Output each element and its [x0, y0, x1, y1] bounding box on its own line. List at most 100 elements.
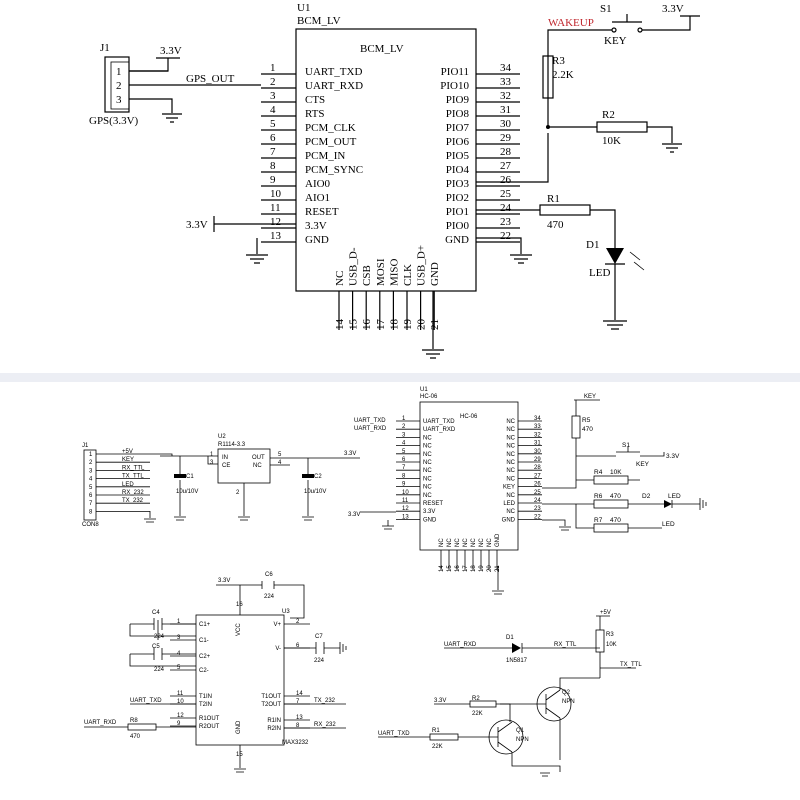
c6-value: 224 — [264, 594, 275, 600]
hc06-right-pin-label: LED — [503, 501, 515, 507]
hc06-bottom-pin-label: NC — [487, 538, 493, 547]
u3-gnd-pin: GND — [236, 720, 242, 734]
hc06-right-pin-number: 33 — [534, 424, 541, 430]
u1-right-pin-number: 24 — [500, 202, 512, 214]
r1-value: 470 — [547, 219, 564, 231]
s1-switch-icon — [600, 14, 691, 31]
u1-bottom-pin-label: USB_D- — [348, 247, 360, 286]
j1-ground-icon — [162, 113, 182, 123]
j1-name: GPS(3.3V) — [89, 115, 139, 127]
con8-ground-icon — [144, 511, 156, 523]
u1-right-pin-number: 25 — [500, 188, 512, 200]
hc06-right-pin-label: NC — [506, 435, 515, 441]
j1-pin-3: 3 — [116, 94, 122, 106]
hc06-left-pin-number: 12 — [402, 506, 409, 512]
u1-right-pin-number: 23 — [500, 216, 512, 228]
con8-net-label: LED — [122, 482, 134, 488]
con8-net-label: +5V — [122, 449, 133, 455]
s1b-switch-icon — [576, 447, 665, 457]
c1-ref: C1 — [186, 474, 194, 480]
c4-wires — [129, 620, 196, 640]
hc06-uart-txd-net: UART_TXD — [354, 418, 386, 424]
con8-ref: J1 — [82, 443, 89, 449]
hc06-bottom-ground-icon — [492, 566, 504, 595]
hc06-left-ground-icon — [382, 525, 394, 530]
hc06-right-pin-number: 32 — [534, 432, 541, 438]
u1-left-pin-label: PCM_SYNC — [305, 164, 363, 176]
hc06-right-pin-label: NC — [506, 460, 515, 466]
d1-wire — [605, 263, 625, 320]
hc06-left-pin-label: NC — [423, 468, 432, 474]
hc06-left-pin-number: 9 — [402, 482, 406, 488]
hc06-right-pin-label: NC — [506, 419, 515, 425]
r2-ref: R2 — [602, 109, 615, 121]
u1-right-pin-label: GND — [445, 234, 469, 246]
u3-right-pin-label: T1OUT — [261, 694, 281, 700]
s1b-ref: S1 — [622, 442, 630, 449]
panel-separator — [0, 373, 800, 382]
u3-left-pin-label: C2+ — [199, 654, 211, 660]
r2-ground-icon — [662, 143, 682, 153]
hc06-name: HC-06 — [420, 394, 438, 400]
u3-right-pin-number: 13 — [296, 715, 303, 721]
u1-bottom-pin-number: 17 — [375, 319, 387, 331]
con8-pin-number: 4 — [89, 477, 93, 483]
c4-ref: C4 — [152, 610, 160, 616]
r1b-uart-txd-net: UART_TXD — [378, 731, 410, 737]
u1-bottom-pin-label: MISO — [388, 258, 400, 286]
r2b-ref: R2 — [472, 696, 480, 702]
c2-ground-icon — [302, 480, 314, 521]
q2-ref: Q2 — [562, 690, 571, 696]
r2-wire — [548, 126, 673, 143]
u2-pin-3: 3 — [210, 460, 214, 466]
u1-left-pin-number: 11 — [270, 202, 281, 214]
u2-pin-5: 5 — [278, 452, 282, 458]
hc06-bottom-pin-label: NC — [463, 538, 469, 547]
hc06-right-pin-label: GND — [502, 517, 516, 523]
u1-left-pin-number: 5 — [270, 118, 276, 130]
hc06-left-pin-label: GND — [423, 517, 437, 523]
c4-value: 224 — [154, 634, 165, 640]
c2-value: 10u/10V — [304, 489, 326, 495]
r6-value: 470 — [610, 493, 621, 500]
u1-left-pin-number: 13 — [270, 230, 282, 242]
hc06-right-pin-label: NC — [506, 468, 515, 474]
pio3-wire — [476, 133, 549, 183]
q1-wires — [497, 721, 561, 777]
j1-vcc-label: 3.3V — [160, 45, 182, 57]
j1-pin3-wire — [129, 98, 173, 113]
u3-left-pin-label: R2OUT — [199, 724, 220, 730]
u3-vcc-wire — [216, 584, 305, 619]
u3-left-pin-number: 10 — [177, 699, 184, 705]
d1-light-arrows-icon — [629, 251, 645, 271]
hc06-right-pin-label: NC — [506, 427, 515, 433]
hc06-bottom-pin-label: NC — [471, 538, 477, 547]
hc06-body — [419, 401, 519, 551]
u1-bottom-pin-label: NC — [334, 271, 346, 286]
u1-name: BCM_LV — [297, 15, 341, 27]
hc06-left-pin-number: 6 — [402, 457, 406, 463]
u1-left-pin-label: RTS — [305, 108, 325, 120]
d2-led-icon — [664, 500, 672, 508]
u1-right-pin-number: 22 — [500, 230, 511, 242]
u1-left-pin-number: 10 — [270, 188, 282, 200]
u1-bottom-pin-label: CSB — [361, 265, 373, 286]
hc06-right-pin-number: 24 — [534, 498, 541, 504]
c6-ref: C6 — [265, 572, 273, 578]
u1-left-pin-number: 6 — [270, 132, 276, 144]
con8-pin-number: 3 — [89, 468, 93, 474]
j1-pin-1: 1 — [116, 66, 122, 78]
hc06-left-pin-label: NC — [423, 452, 432, 458]
hc06-right-pin-number: 31 — [534, 441, 541, 447]
u1-left-pin-label: AIO0 — [305, 178, 331, 190]
u1-right-pins: 34PIO1133PIO1032PIO931PIO830PIO729PIO628… — [440, 62, 520, 246]
u3-right-pin-label: R2IN — [267, 726, 281, 732]
con8-net-label: RX_TTL — [122, 465, 145, 471]
r6-ref: R6 — [594, 493, 603, 500]
con8-net-label: TX_TTL — [122, 474, 144, 480]
u3-left-pin-number: 9 — [177, 721, 181, 727]
u1-right-pin-label: PIO0 — [446, 220, 470, 232]
hc06-left-pin-label: UART_TXD — [423, 419, 455, 425]
